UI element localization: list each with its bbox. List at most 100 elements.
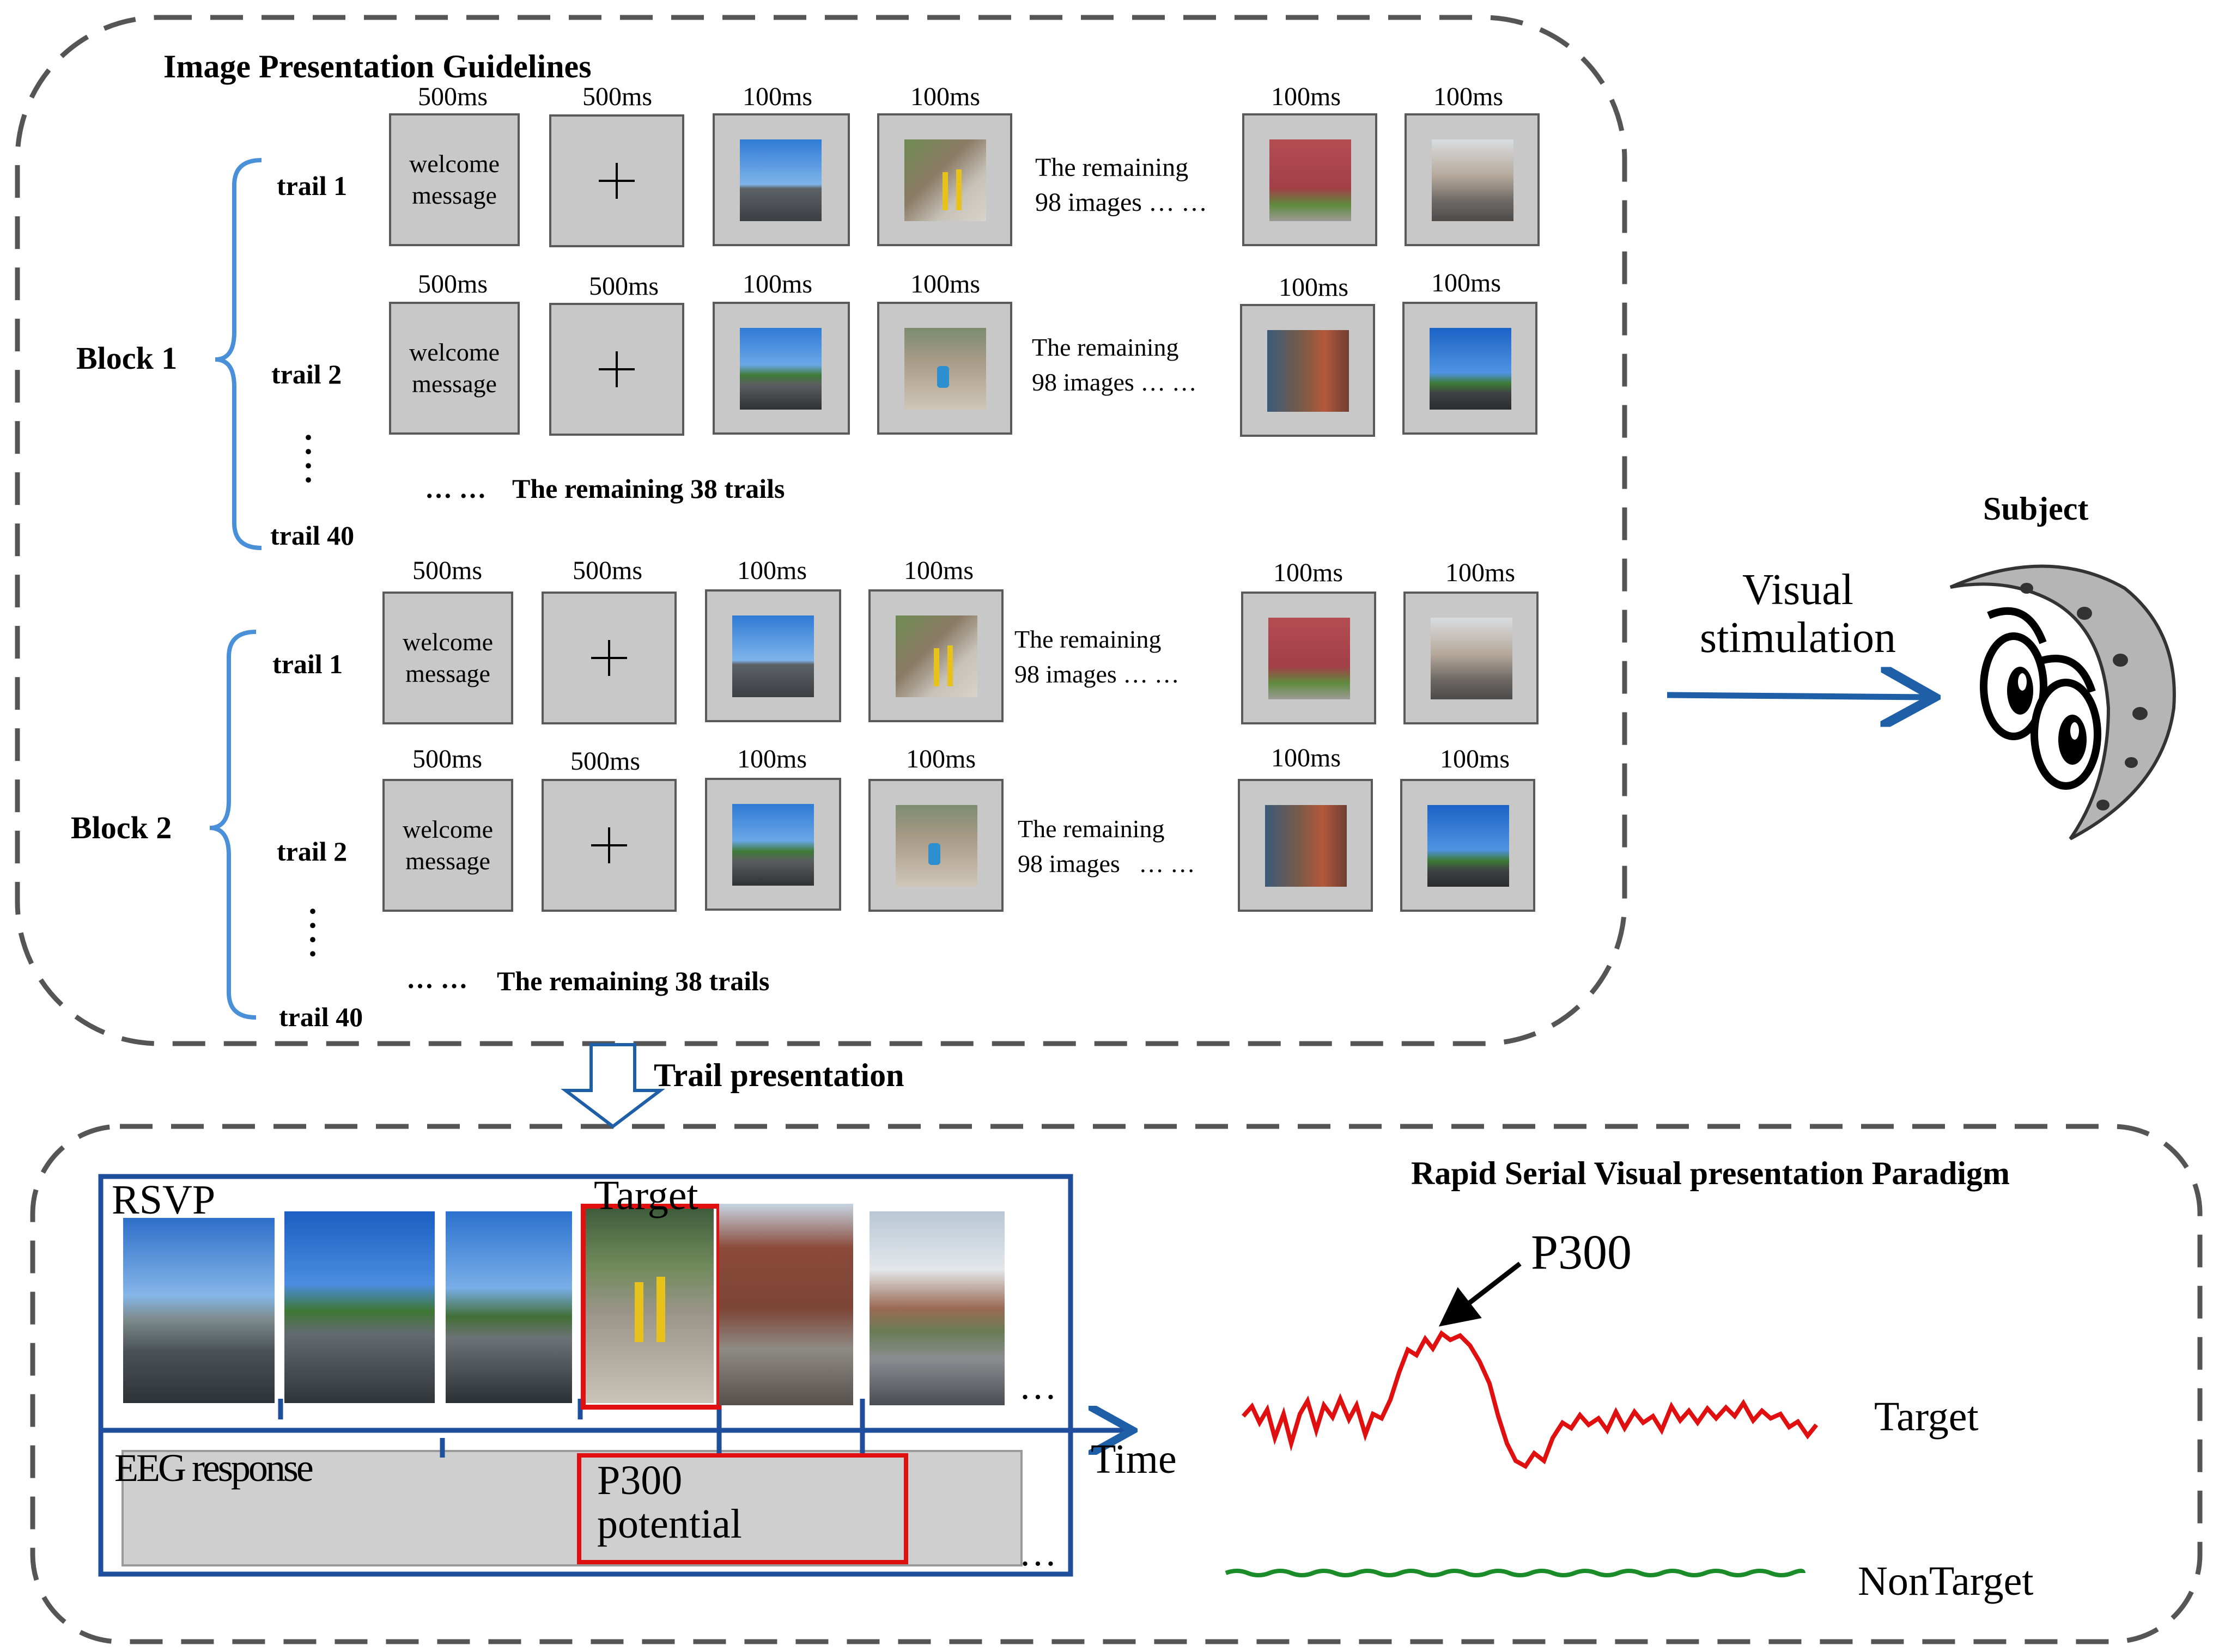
image-frame (705, 778, 841, 911)
duration-label: 500ms (570, 747, 640, 776)
time-label: Time (1091, 1436, 1177, 1482)
open-road-photo (1427, 805, 1509, 887)
remaining-images-text: The remaining 98 images … … (1014, 625, 1180, 688)
welcome-text: welcome (409, 338, 500, 366)
duration-label: 100ms (742, 82, 812, 111)
highway-photo (740, 139, 822, 221)
duration-label: 100ms (742, 270, 812, 298)
rsvp-frame (98, 1174, 1073, 1577)
image-frame (1241, 592, 1376, 724)
duration-label: 100ms (1445, 558, 1515, 587)
stimulation-label: stimulation (1700, 614, 1896, 662)
message-text: message (405, 847, 490, 875)
duration-label: 500ms (588, 272, 659, 301)
image-frame (1242, 113, 1377, 246)
nontarget-trace-label: NonTarget (1858, 1558, 2034, 1604)
remaining-images-text: The remaining 98 images … … (1018, 815, 1195, 877)
rsvp-label: RSVP (112, 1177, 216, 1223)
remaining-images-text: The remaining 98 images … … (1032, 333, 1197, 396)
guidelines-container (15, 15, 1627, 1046)
fixation-cross-icon (591, 827, 627, 863)
open-road-photo (1430, 328, 1511, 410)
duration-label: 100ms (1431, 269, 1501, 297)
fixation-cross-icon (599, 163, 635, 199)
p300-potential-label: P300 potential (597, 1458, 742, 1547)
welcome-text: welcome (409, 150, 500, 178)
remaining-trails-text: The remaining 38 trails (512, 473, 785, 504)
eyes-moon-face-icon (1949, 564, 2176, 840)
brick-building-photo (1269, 139, 1351, 221)
duration-label: 500ms (412, 556, 482, 585)
image-frame (868, 589, 1004, 722)
fixation-frame (549, 114, 684, 247)
guidelines-title: Image Presentation Guidelines (163, 48, 592, 84)
duration-label: 500ms (582, 82, 652, 111)
message-text: message (412, 370, 497, 398)
people-street-photo (1265, 805, 1347, 887)
nontarget-eeg-trace (1225, 1569, 1805, 1577)
welcome-frame: welcome message (382, 779, 513, 912)
fixation-frame (549, 303, 684, 436)
image-frame (705, 589, 841, 722)
welcome-text: welcome (402, 628, 494, 656)
highway-photo (732, 615, 814, 697)
duration-label: 500ms (412, 745, 482, 773)
block2-label: Block 2 (71, 810, 172, 845)
eeg-response-label: EEG response (114, 1446, 314, 1490)
block1-brace (215, 158, 262, 550)
vertical-ellipsis: ···· (307, 893, 319, 972)
welcome-frame: welcome message (389, 113, 520, 246)
sidewalk-target-photo (904, 139, 986, 221)
remaining-trails-text: The remaining 38 trails (497, 966, 770, 996)
visual-stimulation-arrow (1667, 695, 1929, 697)
remaining-images-text: The remaining 98 images … … (1035, 153, 1207, 217)
ellipsis-text: … … (425, 473, 487, 504)
image-frame (713, 302, 850, 435)
rsvp-brownstone-photo (719, 1204, 853, 1405)
parking-garage-photo (1432, 139, 1513, 221)
eeg-band (121, 1450, 1023, 1566)
fixation-cross-icon (599, 351, 635, 387)
duration-label: 100ms (905, 745, 976, 773)
target-label: Target (594, 1173, 698, 1218)
fixation-frame (542, 779, 677, 912)
block2-trial2-label: trail 2 (277, 836, 348, 867)
fixation-frame (542, 592, 677, 724)
welcome-frame: welcome message (389, 302, 520, 435)
image-frame (1405, 113, 1540, 246)
road-cars-photo (732, 804, 814, 886)
image-frame (877, 302, 1012, 435)
visual-label: Visual (1742, 566, 1854, 614)
image-frame (713, 113, 850, 246)
message-text: message (412, 181, 497, 209)
image-frame (1403, 592, 1539, 724)
child-sidewalk-photo (904, 328, 986, 410)
paradigm-container (30, 1124, 2203, 1644)
duration-label: 100ms (903, 556, 974, 585)
duration-label: 100ms (737, 745, 807, 773)
road-cars-photo (740, 328, 822, 410)
block1-label: Block 1 (76, 340, 178, 376)
target-highlight-box (581, 1204, 721, 1410)
duration-label: 100ms (1270, 82, 1341, 111)
image-frame (868, 779, 1004, 912)
block1-trial40-label: trail 40 (270, 520, 355, 551)
duration-label: 100ms (910, 82, 980, 111)
block2-trial1-label: trail 1 (272, 649, 343, 679)
paradigm-title: Rapid Serial Visual presentation Paradig… (1411, 1155, 2010, 1191)
welcome-frame: welcome message (382, 592, 513, 724)
image-frame (1400, 779, 1535, 912)
duration-label: 100ms (1273, 558, 1343, 587)
target-eeg-trace (1242, 1330, 1819, 1470)
down-arrow-icon (561, 1043, 665, 1129)
rsvp-target-photo (583, 1206, 714, 1403)
duration-label: 100ms (1270, 743, 1341, 772)
vertical-ellipsis: ···· (303, 419, 314, 498)
brick-building-photo (1268, 618, 1350, 699)
rsvp-ellipsis: … (1019, 1366, 1057, 1407)
image-frame (1402, 302, 1537, 435)
target-trace-label: Target (1874, 1394, 1979, 1440)
rsvp-highway-photo (123, 1218, 275, 1403)
image-frame (1238, 779, 1373, 912)
